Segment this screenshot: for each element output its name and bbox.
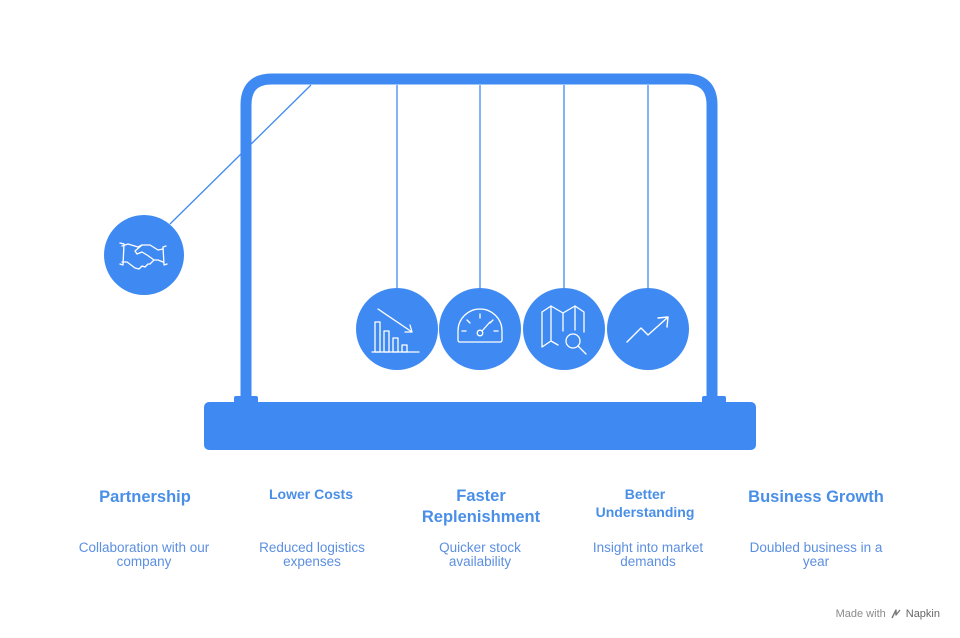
ball-partnership [104, 215, 184, 295]
made-with-label: Made with [835, 608, 886, 620]
declining-chart-icon [371, 308, 420, 353]
trending-up-icon [626, 316, 669, 343]
stage-title-partnership: Partnership [99, 488, 191, 506]
stage-description-partnership: Collaboration with our company [78, 540, 210, 570]
stage-title-better-understanding: Better Understanding [595, 486, 695, 520]
string-partnership [169, 84, 312, 225]
made-with-napkin-credit[interactable]: Made with Napkin [836, 608, 940, 620]
stage-description-faster-replenishment: Quicker stock availability [439, 540, 521, 570]
speedometer-icon [457, 308, 503, 343]
handshake-icon [119, 242, 168, 270]
stage-title-faster-replenishment: Faster Replenishment [421, 487, 541, 526]
napkin-logo-icon [891, 609, 901, 619]
stage-title-business-growth: Business Growth [748, 488, 884, 506]
stage-description-better-understanding: Insight into market demands [592, 540, 704, 570]
ball-better-understanding [523, 288, 605, 370]
cradle-base [204, 402, 756, 450]
stage-description-business-growth: Doubled business in a year [749, 540, 883, 570]
ball-faster-replenishment [439, 288, 521, 370]
ball-business-growth [607, 288, 689, 370]
stage-title-lower-costs: Lower Costs [268, 486, 354, 502]
cradle-frame [240, 73, 718, 398]
stage-description-lower-costs: Reduced logistics expenses [259, 540, 365, 570]
map-search-icon [541, 305, 587, 355]
ball-lower-costs [356, 288, 438, 370]
napkin-brand-label: Napkin [905, 608, 940, 620]
